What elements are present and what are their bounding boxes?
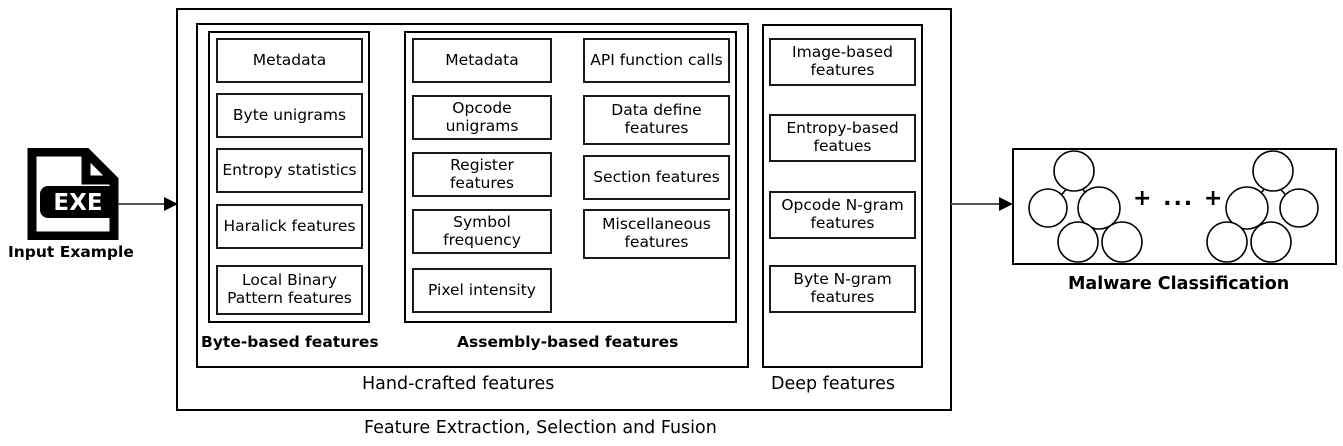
ensemble-separator: + ... +: [1133, 186, 1225, 211]
feature-item-byte-4[interactable]: Local Binary Pattern features: [216, 265, 363, 315]
arrow-pipeline-to-classification: [951, 197, 1013, 211]
handcrafted-caption: Hand-crafted features: [362, 374, 555, 394]
feature-item-asm-right-3[interactable]: Miscellaneous features: [583, 209, 730, 259]
feature-item-deep-3[interactable]: Byte N-gram features: [769, 265, 916, 313]
feature-item-byte-1[interactable]: Byte unigrams: [216, 93, 363, 138]
assembly-based-caption: Assembly-based features: [457, 333, 679, 351]
feature-item-asm-left-4[interactable]: Pixel intensity: [412, 268, 552, 313]
input-example-caption: Input Example: [8, 243, 134, 261]
classification-caption: Malware Classification: [1068, 274, 1290, 294]
feature-item-asm-right-0[interactable]: API function calls: [583, 38, 730, 83]
feature-item-asm-left-3[interactable]: Symbol frequency: [412, 209, 552, 254]
feature-item-deep-2[interactable]: Opcode N-gram features: [769, 191, 916, 239]
exe-file-icon: EXE: [26, 147, 120, 244]
feature-item-deep-1[interactable]: Entropy-based featues: [769, 114, 916, 162]
feature-item-byte-3[interactable]: Haralick features: [216, 204, 363, 249]
byte-based-caption: Byte-based features: [201, 333, 379, 351]
feature-item-byte-2[interactable]: Entropy statistics: [216, 148, 363, 193]
feature-item-asm-right-2[interactable]: Section features: [583, 155, 730, 200]
feature-item-asm-left-1[interactable]: Opcode unigrams: [412, 95, 552, 140]
arrow-input-to-pipeline: [118, 197, 178, 211]
svg-text:EXE: EXE: [53, 190, 102, 216]
decision-tree-left-icon: [1028, 150, 1143, 263]
decision-tree-right-icon: [1206, 150, 1319, 263]
pipeline-caption: Feature Extraction, Selection and Fusion: [364, 418, 717, 438]
feature-item-deep-0[interactable]: Image-based features: [769, 38, 916, 86]
feature-item-asm-left-0[interactable]: Metadata: [412, 38, 552, 83]
feature-item-asm-left-2[interactable]: Register features: [412, 152, 552, 197]
feature-item-asm-right-1[interactable]: Data define features: [583, 95, 730, 145]
deep-features-caption: Deep features: [771, 374, 895, 394]
feature-item-byte-0[interactable]: Metadata: [216, 38, 363, 83]
